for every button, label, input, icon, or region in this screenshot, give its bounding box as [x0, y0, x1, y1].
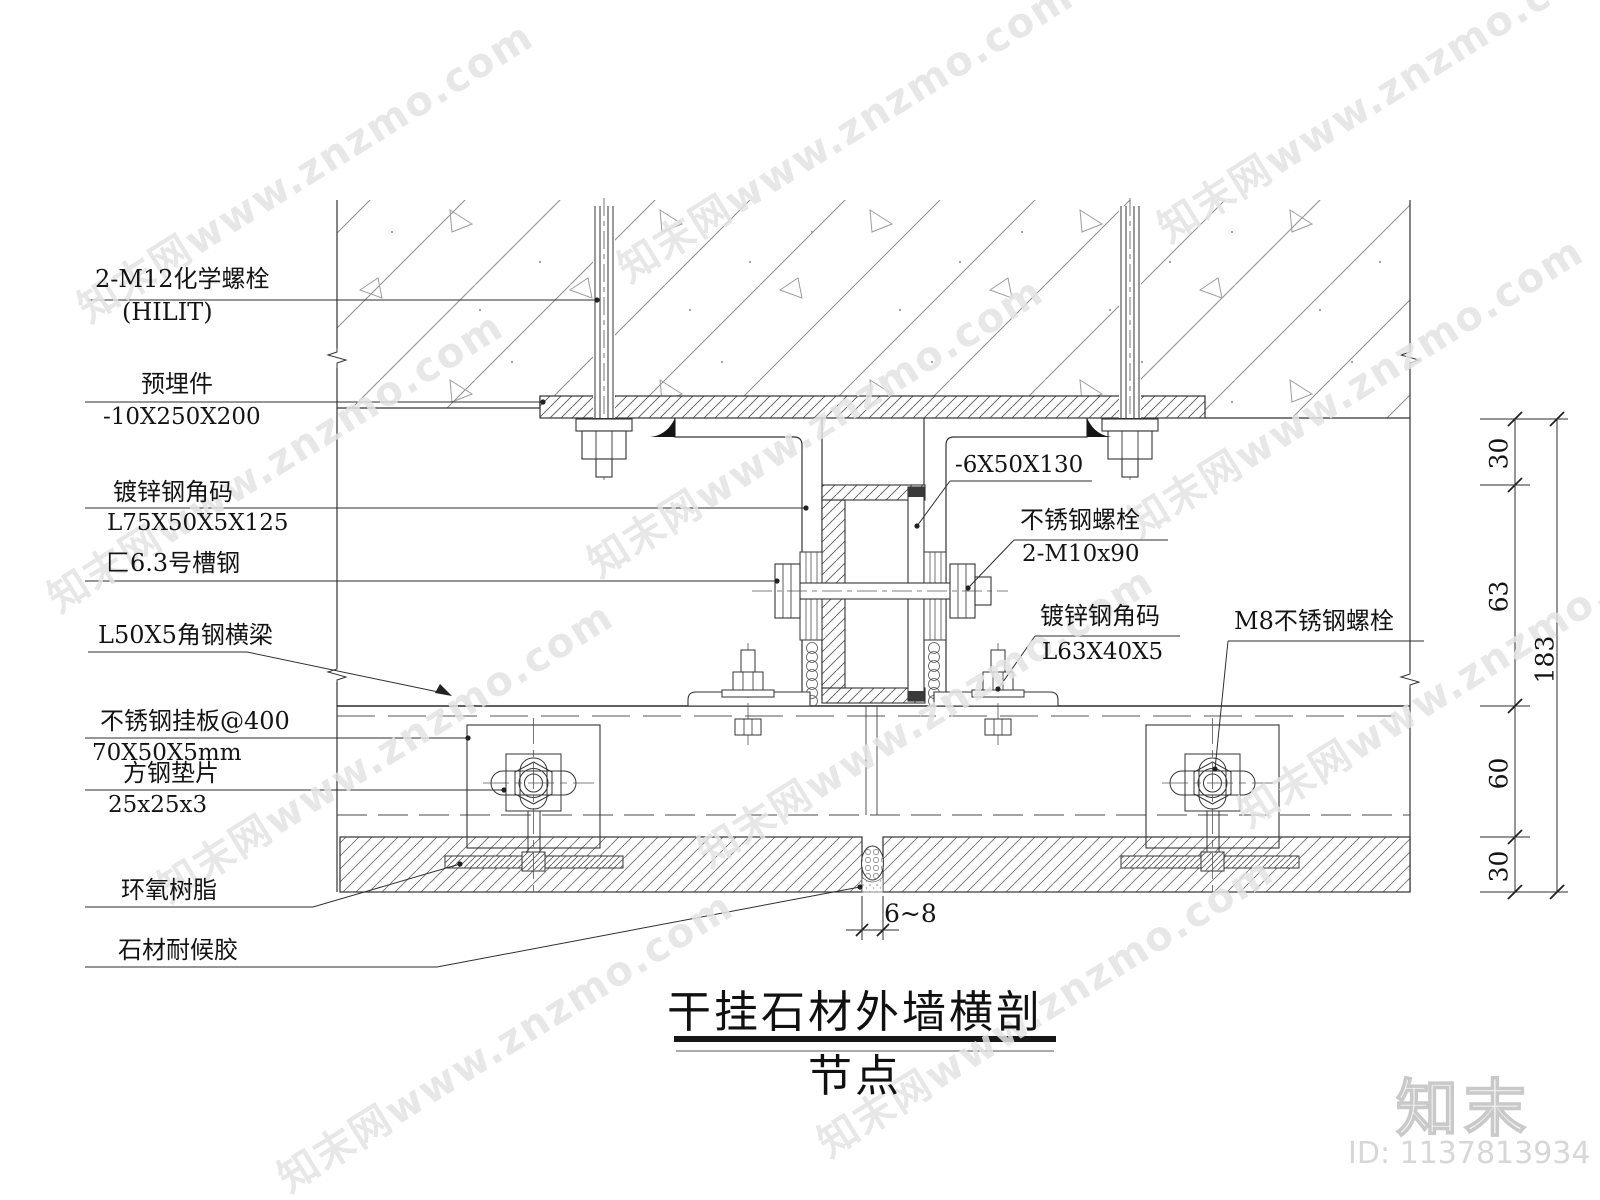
angle-bracket-lower-left — [687, 643, 811, 745]
dimension-chain — [1480, 411, 1568, 900]
label-sealant: 石材耐候胶 — [118, 936, 238, 964]
drawing-title: 干挂石材外墙横剖节点 — [667, 987, 1043, 1102]
label-ss-bolt-spec: 2-M10x90 — [1022, 541, 1140, 567]
label-angle-bracket-upper-spec: L75X50X5X125 — [107, 510, 289, 536]
label-embed-plate: 预埋件 — [141, 370, 213, 398]
label-channel-steel: 匚6.3号槽钢 — [106, 549, 241, 577]
site-logo: 知末 — [1395, 1071, 1533, 1146]
hanging-plate-right — [1145, 718, 1280, 898]
label-embed-plate-spec: -10X250X200 — [103, 404, 261, 430]
label-chemical-anchor-spec: (HILIT) — [122, 298, 213, 326]
leader-lines — [85, 297, 1424, 968]
pin-plate-right — [1120, 811, 1300, 872]
label-square-washer: 方钢垫片 — [123, 759, 219, 787]
label-hanging-plate: 不锈钢挂板@400 — [100, 707, 290, 735]
label-angle-bracket-lower-spec: L63X40X5 — [1042, 639, 1164, 665]
weld-seams — [806, 642, 940, 707]
label-epoxy: 环氧树脂 — [121, 876, 217, 904]
joint-gap-dimension — [846, 896, 899, 940]
joint-seal — [861, 845, 884, 893]
label-chemical-anchor: 2-M12化学螺栓 — [95, 265, 270, 293]
m10-bolt-set — [752, 551, 1008, 641]
label-steel-plate: -6X50X130 — [955, 452, 1084, 478]
dim-60: 60 — [1484, 757, 1514, 790]
angle-beam — [337, 705, 1410, 816]
dim-30-bottom: 30 — [1484, 850, 1514, 883]
anchor-bolt-right — [1101, 198, 1159, 484]
title-underline — [674, 1036, 1056, 1052]
label-angle-bracket-lower: 镀锌钢角码 — [1040, 602, 1160, 630]
dim-joint-gap: 6~8 — [884, 899, 937, 928]
angle-bracket-lower-right — [933, 643, 1059, 745]
hanging-plate-left — [466, 718, 601, 898]
label-angle-beam: L50X5角钢横梁 — [98, 621, 273, 649]
label-angle-bracket-upper: 镀锌钢角码 — [113, 478, 233, 506]
label-m8-bolt: M8不锈钢螺栓 — [1234, 607, 1394, 635]
anchor-bolt-left — [575, 198, 633, 484]
dim-183: 183 — [1530, 635, 1560, 684]
embed-plate — [539, 395, 1206, 419]
document-id: ID: 1137813934 — [1348, 1136, 1591, 1171]
label-square-washer-spec: 25x25x3 — [108, 792, 208, 818]
dim-30-top: 30 — [1484, 437, 1514, 470]
label-ss-bolt: 不锈钢螺栓 — [1020, 506, 1140, 534]
dim-63: 63 — [1484, 580, 1514, 613]
label-hanging-plate-spec: 70X50X5mm — [92, 740, 242, 766]
